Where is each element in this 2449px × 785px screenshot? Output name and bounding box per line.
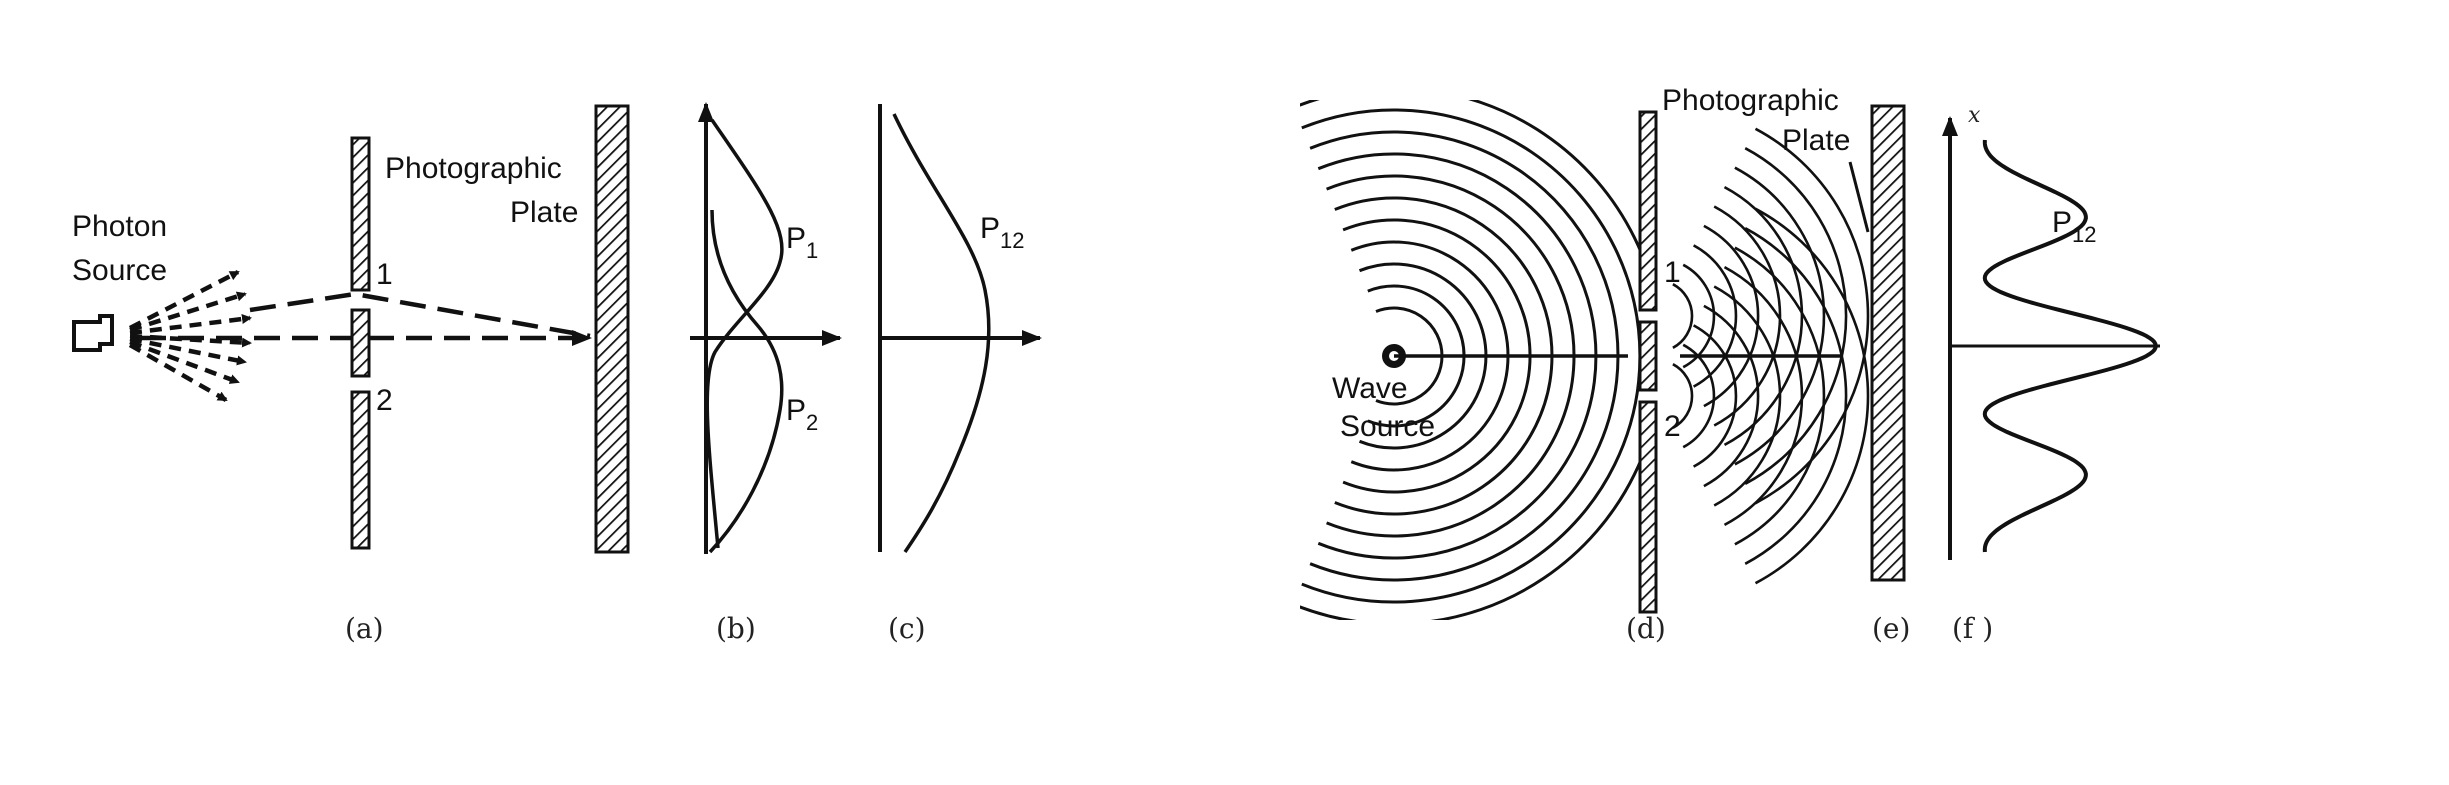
photon-source-icon xyxy=(72,314,114,352)
plate-label-2: Plate xyxy=(510,196,578,229)
caption-c: (c) xyxy=(888,612,926,645)
incident-wavefront-arc xyxy=(1375,306,1444,406)
p1-label: P1 xyxy=(786,222,818,263)
diffracted-wavefront-arc xyxy=(1703,304,1760,488)
probability-p12-classical-panel: P12 (c) xyxy=(878,104,1042,645)
photographic-plate xyxy=(594,104,630,554)
wave-barrier-middle xyxy=(1638,320,1658,392)
incident-wavefront-arc xyxy=(1300,100,1640,620)
caption-e: (e) xyxy=(1872,612,1910,645)
diffracted-wavefront-arc xyxy=(1744,227,1848,565)
diffracted-wavefront-arc xyxy=(1734,246,1826,546)
slit-barrier-middle xyxy=(350,308,371,378)
incident-wavefront-arc xyxy=(1350,240,1510,472)
slit-barrier-bottom xyxy=(350,390,371,550)
diffracted-wavefront-arc xyxy=(1703,224,1760,408)
diffracted-wavefront-arc xyxy=(1692,324,1738,468)
wave-photographic-plate xyxy=(1870,104,1906,582)
caption-f: (f ) xyxy=(1952,612,1993,645)
incident-wavefront-arc xyxy=(1342,218,1532,494)
incident-wavefront-arc xyxy=(1317,152,1598,560)
slit-1-label: 1 xyxy=(376,258,393,291)
diffracted-wavefront-arc xyxy=(1723,265,1804,527)
interference-pattern-panel: x P12 (f ) xyxy=(1942,103,2160,645)
photon-source-label-2: Source xyxy=(72,254,167,287)
diffracted-wavefront-arc xyxy=(1734,166,1826,466)
incident-wavefront-arc xyxy=(1326,174,1576,538)
plate-pointer xyxy=(1848,161,1870,233)
wave-barrier-top xyxy=(1638,110,1658,312)
incident-wavefront-arc xyxy=(1358,262,1488,450)
diffracted-wavefront-arc xyxy=(1754,207,1870,585)
caption-b-text: (b) xyxy=(716,612,756,645)
p12-label-c: P12 xyxy=(980,212,1025,253)
p12-label-f: P12 xyxy=(2052,206,2097,247)
caption-a: (a) xyxy=(345,612,384,645)
curve-p12-interference xyxy=(1982,139,2158,553)
curve-p12-classical xyxy=(892,113,991,553)
diffracted-wavefront-arc xyxy=(1713,285,1782,507)
diffracted-wavefront-arc xyxy=(1672,363,1694,429)
curve-p2 xyxy=(708,209,784,554)
wave-slit-2-label: 2 xyxy=(1664,410,1681,443)
incident-wavefront-arc xyxy=(1309,130,1620,582)
slit-barrier-top xyxy=(350,136,371,292)
p2-label: P2 xyxy=(786,394,818,435)
wave-plate-label-2: Plate xyxy=(1782,124,1850,157)
probability-p1-p2-panel: P1 P2 (b) xyxy=(690,102,842,645)
curve-p1 xyxy=(705,119,784,549)
wave-experiment-panel: Wave Source 1 2 Photographic Plate (d) (… xyxy=(1300,84,1910,645)
incident-wavefront-arc xyxy=(1334,196,1554,516)
wave-source-label-1: Wave xyxy=(1332,372,1408,405)
diffracted-wavefront-arc xyxy=(1723,185,1804,447)
incident-wavefront-arc xyxy=(1367,284,1466,428)
wave-slit-1-label: 1 xyxy=(1664,256,1681,289)
slit-2-label: 2 xyxy=(376,384,393,417)
diffracted-wavefront-arc xyxy=(1672,283,1694,349)
caption-d: (d) xyxy=(1626,612,1666,645)
x-axis-label: x xyxy=(1968,103,1981,128)
diffracted-wavefront-arc xyxy=(1682,343,1716,449)
photon-source-panel: Photon Source 1 2 Photographic Plate (a) xyxy=(72,104,630,645)
wave-barrier-bottom xyxy=(1638,400,1658,614)
plate-label-1: Photographic xyxy=(385,152,562,185)
diffracted-wavefront-arc xyxy=(1713,205,1782,427)
diffracted-wavefront-arc xyxy=(1692,244,1738,388)
wave-plate-label-1: Photographic xyxy=(1662,84,1839,117)
diffracted-wavefront-arc xyxy=(1682,263,1716,369)
diffracted-wavefronts xyxy=(1672,127,1870,585)
photon-source-label-1: Photon xyxy=(72,210,167,243)
